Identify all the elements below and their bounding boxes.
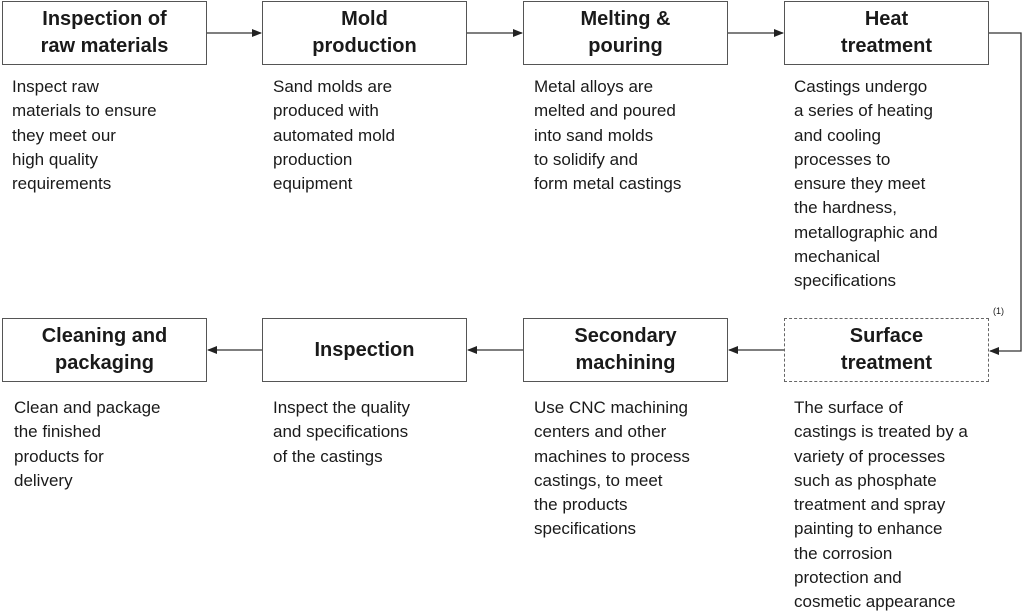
step-description-heat-treatment: Castings undergo a series of heating and… [794, 77, 938, 291]
step-description-mold-production: Sand molds are produced with automated m… [273, 77, 395, 194]
step-box-melting-pouring: Melting & pouring [523, 1, 728, 65]
step-title-inspection: Inspection [314, 338, 415, 361]
step-title-cleaning-packaging: Cleaning and packaging [41, 325, 168, 374]
step-title-secondary-machining: Secondary machining [574, 325, 677, 374]
step-title-mold-production: Mold production [312, 8, 417, 57]
step-description-cleaning-packaging: Clean and package the finished products … [14, 398, 161, 490]
step-title-surface-treatment: Surface treatment [840, 325, 933, 374]
step-box-mold-production: Mold production [262, 1, 467, 65]
step-description-surface-treatment: The surface of castings is treated by a … [794, 398, 968, 612]
step-box-secondary-machining: Secondary machining [523, 318, 728, 382]
arrow-elbow [989, 32, 1022, 355]
step-box-inspection: Inspection [262, 318, 467, 382]
step-box-inspection-raw-materials: Inspection of raw materials [2, 1, 207, 65]
step-box-surface-treatment: Surface treatment [784, 318, 989, 382]
step-box-cleaning-packaging: Cleaning and packaging [2, 318, 207, 382]
step-description-inspection: Inspect the quality and specifications o… [273, 398, 411, 466]
step-title-heat-treatment: Heat treatment [840, 8, 933, 57]
step-description-inspection-raw-materials: Inspect raw materials to ensure they mee… [12, 77, 157, 194]
step-description-secondary-machining: Use CNC machining centers and other mach… [534, 398, 690, 539]
step-title-melting-pouring: Melting & pouring [580, 8, 671, 57]
step-box-heat-treatment: Heat treatment [784, 1, 989, 65]
step-title-inspection-raw-materials: Inspection of raw materials [40, 8, 169, 57]
footnote-marker: (1) [993, 306, 1004, 316]
step-description-melting-pouring: Metal alloys are melted and poured into … [534, 77, 682, 194]
